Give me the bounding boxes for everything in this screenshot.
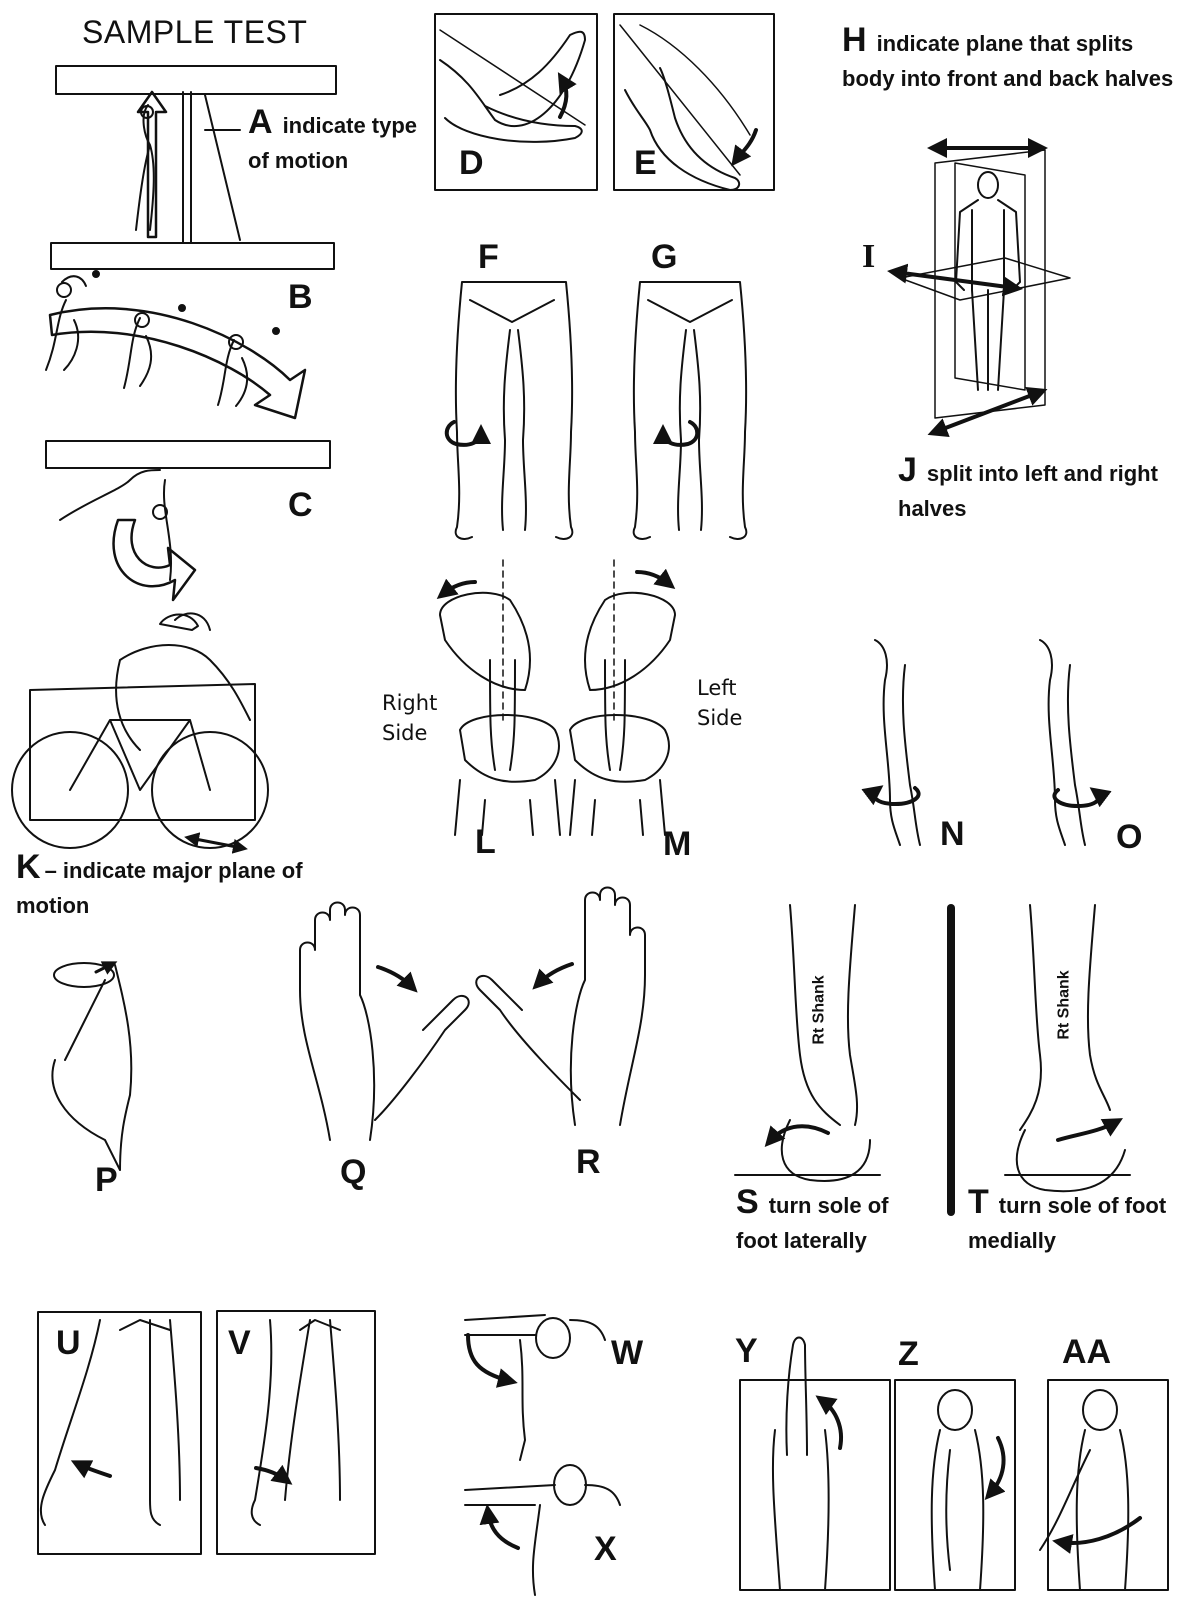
- figure-y-arm: [740, 1338, 890, 1591]
- letter-t: T: [968, 1183, 989, 1221]
- figure-l-spine: [436, 560, 560, 835]
- letter-q: Q: [340, 1153, 367, 1191]
- letter-m: M: [663, 825, 692, 863]
- caption-h-text: indicate plane that splits body into fro…: [842, 31, 1174, 91]
- shank-label-t: Rt Shank: [1055, 970, 1073, 1040]
- caption-a-text: indicate type of motion: [248, 113, 418, 173]
- page-title: SAMPLE TEST: [82, 14, 308, 50]
- letter-p: P: [95, 1161, 118, 1199]
- figure-m-spine: [570, 560, 675, 835]
- letter-o: O: [1116, 818, 1143, 856]
- letter-w: W: [611, 1334, 644, 1372]
- left-side-label: Left Side: [697, 676, 743, 731]
- letter-r: R: [576, 1143, 601, 1181]
- letter-x: X: [594, 1530, 617, 1568]
- letter-n: N: [940, 815, 965, 853]
- figure-o-forearm: [1040, 640, 1112, 845]
- caption-k-text: – indicate major plane of motion: [16, 858, 303, 918]
- letter-v: V: [228, 1324, 251, 1362]
- letter-l: L: [475, 823, 496, 861]
- letter-k: K: [16, 848, 41, 886]
- letter-f: F: [478, 238, 499, 276]
- caption-s-text: turn sole of foot laterally: [736, 1193, 889, 1253]
- letter-h: H: [842, 21, 867, 59]
- right-side-label: Right Side: [382, 691, 438, 746]
- figure-a: [51, 66, 336, 269]
- letter-a: A: [248, 103, 273, 141]
- caption-t-text: turn sole of foot medially: [968, 1193, 1167, 1253]
- figure-c: [46, 441, 330, 600]
- letter-y: Y: [735, 1332, 758, 1370]
- letter-e: E: [634, 144, 657, 182]
- figure-u-legs: [38, 1312, 201, 1554]
- letter-u: U: [56, 1324, 81, 1362]
- figure-r-hands: [476, 888, 645, 1126]
- figure-b: [46, 271, 305, 418]
- letter-d: D: [459, 144, 484, 182]
- figure-x-shoulder: [465, 1465, 620, 1595]
- letter-b: B: [288, 278, 313, 316]
- figure-f-legs: [447, 282, 573, 539]
- figure-t-foot: [1005, 905, 1130, 1191]
- figure-body-planes: [887, 138, 1070, 438]
- letter-s: S: [736, 1183, 759, 1221]
- figure-p-thumb: [52, 961, 131, 1170]
- figure-q-hands: [300, 903, 469, 1141]
- letter-aa: AA: [1062, 1333, 1112, 1371]
- letter-c: C: [288, 486, 313, 524]
- figure-e-ankle: [614, 14, 774, 190]
- caption-j-text: split into left and right halves: [898, 461, 1158, 521]
- letter-j: J: [898, 451, 917, 489]
- figure-d-ankle: [435, 14, 597, 190]
- caption-k: K– indicate major plane of motion: [16, 845, 356, 921]
- figure-s-foot: [735, 905, 880, 1181]
- letter-i: I: [862, 238, 876, 275]
- figure-aa-arm: [1040, 1380, 1168, 1590]
- letter-g: G: [651, 238, 678, 276]
- figure-w-shoulder: [465, 1315, 605, 1460]
- letter-z: Z: [898, 1335, 919, 1373]
- shank-label-s: Rt Shank: [810, 975, 828, 1045]
- figure-v-legs: [217, 1311, 375, 1554]
- figure-z-arm: [895, 1380, 1015, 1590]
- figure-k-cyclist: [12, 613, 268, 854]
- figure-g-legs: [634, 282, 747, 539]
- figure-n-forearm: [861, 640, 920, 845]
